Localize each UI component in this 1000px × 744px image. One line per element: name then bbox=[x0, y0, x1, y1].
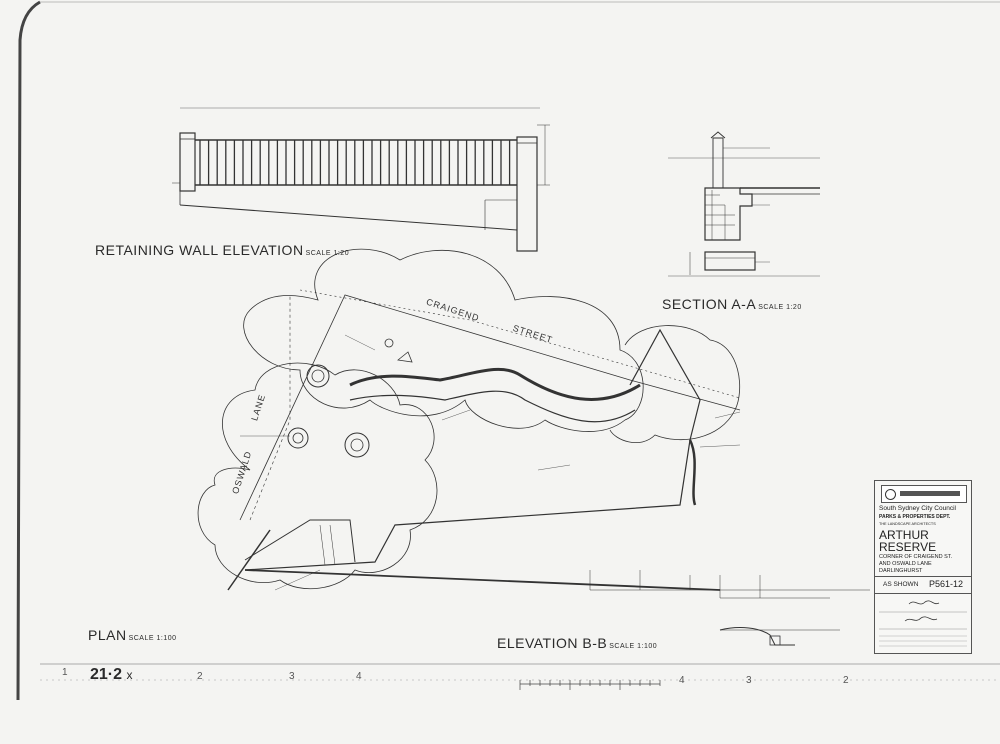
address-line-1: CORNER OF CRAIGEND ST. bbox=[879, 554, 953, 560]
margin-tick-4: 4 bbox=[679, 675, 685, 686]
address-line-3: DARLINGHURST bbox=[879, 568, 923, 574]
address-line-2: AND OSWALD LANE bbox=[879, 561, 932, 567]
retaining-wall-elevation bbox=[172, 107, 550, 252]
margin-tick-3: 4 bbox=[356, 671, 362, 682]
margin-tick-0: 1 bbox=[62, 667, 68, 678]
project-name-1: ARTHUR bbox=[879, 528, 929, 542]
plan-view bbox=[197, 248, 741, 591]
department-name: PARKS & PROPERTIES DEPT. bbox=[879, 514, 951, 520]
council-logo bbox=[881, 485, 967, 503]
elevation-b-b bbox=[589, 570, 870, 646]
drawing-number: P561-12 bbox=[929, 579, 964, 589]
scale-bar bbox=[519, 680, 661, 690]
margin-tick-1: 2 bbox=[197, 671, 203, 682]
margin-tick-2: 3 bbox=[289, 671, 295, 682]
sheet-reference: 21·2 x bbox=[90, 666, 133, 683]
project-name-2: RESERVE bbox=[879, 540, 937, 554]
section-a-a bbox=[668, 131, 820, 277]
scale-value: AS SHOWN bbox=[883, 581, 919, 588]
title-block: South Sydney City Council PARKS & PROPER… bbox=[874, 480, 972, 654]
margin-tick-5: 3 bbox=[746, 675, 752, 686]
margin-tick-6: 2 bbox=[843, 675, 849, 686]
sheet-left-edge bbox=[16, 0, 41, 701]
council-name: South Sydney City Council bbox=[879, 505, 956, 512]
project-line: THE LANDSCAPE ARCHITECTS bbox=[879, 522, 936, 526]
signature-block bbox=[879, 600, 967, 647]
